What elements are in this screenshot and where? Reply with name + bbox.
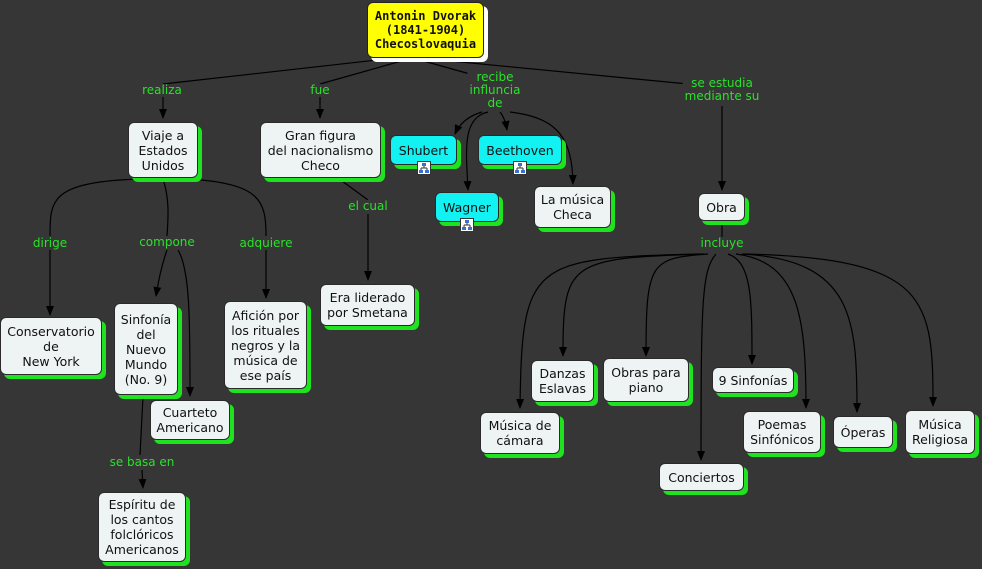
line-viaje-compone xyxy=(162,178,169,237)
link-label-se-basa-en: se basa en xyxy=(107,455,177,469)
concept-label: Música Religiosa xyxy=(912,417,968,447)
concept-label: Gran figura del nacionalismo Checo xyxy=(267,127,374,173)
arrow-recibe-shubert xyxy=(454,111,483,135)
line-root-recibe xyxy=(419,59,471,75)
arrow-recibe-musicacheca xyxy=(509,111,577,185)
link-label-dirige: dirige xyxy=(30,236,70,250)
arrow-sebasa-espiritu xyxy=(138,469,147,489)
concept-label: Era liderado por Smetana xyxy=(327,290,408,320)
line-viaje-adquiere xyxy=(189,178,267,237)
link-label-fue: fue xyxy=(308,83,332,97)
line-sinfonia-sebasa xyxy=(139,396,144,456)
concept-label: Conciertos xyxy=(668,469,735,485)
concept-sinfonia-nuevo-mundo[interactable]: Sinfonía del Nuevo Mundo (No. 9) xyxy=(114,303,178,395)
concept-label: La música Checa xyxy=(540,192,605,222)
arrow-incluye-religiosa xyxy=(743,253,937,407)
concept-label: Espíritu de los cantos folclóricos Ameri… xyxy=(105,497,179,557)
concept-label: Beethoven xyxy=(486,142,554,158)
concept-9-sinfonias[interactable]: 9 Sinfonías xyxy=(712,367,794,393)
concept-label: Óperas xyxy=(840,424,886,440)
concept-conciertos[interactable]: Conciertos xyxy=(659,463,744,491)
arrow-incluye-sinfonias xyxy=(727,253,756,365)
arrow-incluye-conciertos xyxy=(697,253,717,461)
link-label-realiza: realiza xyxy=(140,83,184,97)
arrow-recibe-beethoven xyxy=(499,111,510,131)
concept-wagner[interactable]: Wagner xyxy=(435,192,499,232)
line-root-fue xyxy=(319,59,406,85)
arrow-incluye-piano xyxy=(642,253,709,357)
concept-label: Cuarteto Americano xyxy=(156,405,224,435)
link-label-compone: compone xyxy=(137,235,197,249)
concept-cuarteto-americano[interactable]: Cuarteto Americano xyxy=(150,400,230,440)
concept-label: Poemas Sinfónicos xyxy=(750,417,814,447)
line-root-estudia xyxy=(439,59,689,85)
concept-label: Conservatorio de New York xyxy=(7,323,95,369)
concept-shubert[interactable]: Shubert xyxy=(390,135,457,175)
concept-obra[interactable]: Obra xyxy=(698,193,745,221)
concept-label: Obra xyxy=(706,199,737,215)
concept-label: Wagner xyxy=(443,199,491,215)
link-label-incluye: incluye xyxy=(698,236,746,250)
concept-label: Danzas Eslavas xyxy=(538,366,587,396)
arrow-compone-cuarteto xyxy=(177,249,194,397)
link-label-se-estudia: se estudia mediante su xyxy=(682,76,762,103)
concept-musica-de-camara[interactable]: Música de cámara xyxy=(480,412,560,454)
arrow-incluye-poemas xyxy=(735,253,810,409)
arrow-incluye-danzas xyxy=(559,253,705,357)
concept-viaje-estados-unidos[interactable]: Viaje a Estados Unidos xyxy=(128,122,198,178)
concept-gran-figura-nacionalismo[interactable]: Gran figura del nacionalismo Checo xyxy=(260,122,381,178)
concept-obras-para-piano[interactable]: Obras para piano xyxy=(603,358,689,402)
arrow-compone-sinfonia xyxy=(153,249,168,297)
concept-submap-icon[interactable] xyxy=(513,161,527,175)
concept-label: Viaje a Estados Unidos xyxy=(138,127,188,173)
concept-label: Shubert xyxy=(398,142,449,158)
concept-label: Sinfonía del Nuevo Mundo (No. 9) xyxy=(120,311,172,387)
line-granfigura-elcual xyxy=(337,177,369,201)
line-root-realiza xyxy=(162,57,396,85)
link-label-el-cual: el cual xyxy=(346,199,390,213)
concept-label: Antonin Dvorak (1841-1904) Checoslovaqui… xyxy=(374,9,477,51)
concept-danzas-eslavas[interactable]: Danzas Eslavas xyxy=(531,360,594,402)
concept-conservatorio-new-york[interactable]: Conservatorio de New York xyxy=(0,317,102,375)
concept-submap-icon[interactable] xyxy=(416,161,431,175)
concept-poemas-sinfonicos[interactable]: Poemas Sinfónicos xyxy=(743,411,821,453)
concept-label: Música de cámara xyxy=(488,418,552,448)
arrow-incluye-camara xyxy=(516,253,701,409)
concept-submap-icon[interactable] xyxy=(460,218,474,232)
link-label-adquiere: adquiere xyxy=(237,236,295,250)
concept-aficion-rituales[interactable]: Afición por los rituales negros y la mús… xyxy=(224,301,307,389)
concept-era-liderado-smetana[interactable]: Era liderado por Smetana xyxy=(320,284,415,326)
concept-musica-religiosa[interactable]: Música Religiosa xyxy=(905,410,975,454)
concept-espiritu-cantos-folcloricos[interactable]: Espíritu de los cantos folclóricos Ameri… xyxy=(98,492,186,562)
arrow-incluye-operas xyxy=(741,253,861,413)
concept-label: 9 Sinfonías xyxy=(718,372,788,388)
line-viaje-dirige xyxy=(49,178,141,237)
concept-beethoven[interactable]: Beethoven xyxy=(478,135,562,175)
link-label-recibe-influencia: recibe influncia de xyxy=(467,70,523,110)
concept-label: Afición por los rituales negros y la mús… xyxy=(230,307,301,383)
concept-label: Obras para piano xyxy=(611,365,681,395)
concept-operas[interactable]: Óperas xyxy=(833,416,893,448)
arrow-recibe-wagner xyxy=(463,111,489,191)
concept-root-antonin-dvorak[interactable]: Antonin Dvorak (1841-1904) Checoslovaqui… xyxy=(367,2,484,58)
concept-la-musica-checa[interactable]: La música Checa xyxy=(534,186,611,228)
